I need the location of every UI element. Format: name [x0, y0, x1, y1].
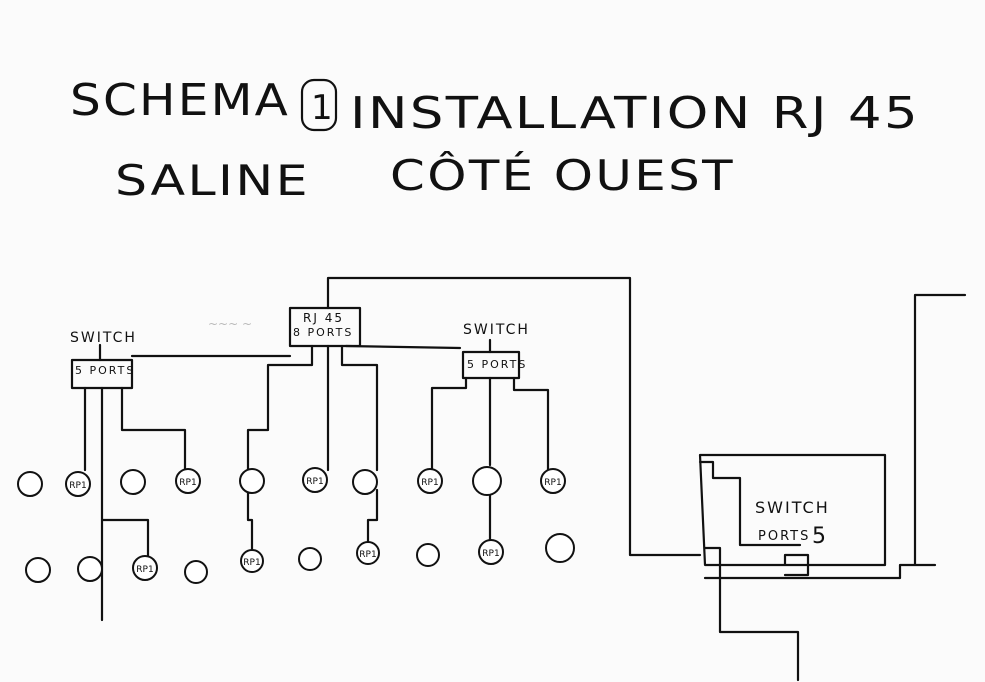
node-label: RP1 — [306, 477, 323, 487]
far-switch-ports: PORTS — [758, 529, 810, 544]
node-empty — [416, 543, 440, 567]
rj45-panel-ports: 8 PORTS — [293, 326, 353, 339]
right-switch-label: SWITCH — [463, 322, 530, 338]
far-switch-enclosure — [698, 293, 967, 682]
erased-mark: ~~~ ~ — [208, 317, 252, 331]
title-saline: SALINE — [115, 156, 310, 205]
left-switch-ports: 5 PORTS — [75, 364, 135, 377]
node-scribbled — [352, 469, 378, 495]
node-rp1 — [175, 468, 201, 494]
node-label: RP1 — [243, 558, 260, 568]
node-rp1 — [132, 555, 158, 581]
node-rp1 — [356, 541, 380, 565]
title-cote-ouest: CÔTÉ OUEST — [390, 150, 735, 200]
rj45-panel-cables — [246, 276, 702, 557]
node-scribbled — [239, 468, 265, 494]
node-row-2: RP1 RP1 RP1 RP1 — [25, 533, 575, 584]
node-rp1 — [240, 549, 264, 573]
left-switch-cables — [83, 343, 292, 622]
node-empty — [120, 469, 146, 495]
node-rp1 — [417, 468, 443, 494]
right-switch-cables — [430, 338, 550, 552]
node-empty — [17, 471, 43, 497]
title-installation: INSTALLATION RJ 45 — [350, 88, 920, 139]
node-rp1 — [540, 468, 566, 494]
node-label: RP1 — [544, 478, 561, 488]
node-empty — [77, 556, 103, 582]
node-empty — [472, 466, 502, 496]
node-row-1: RP1 RP1 RP1 RP1 RP1 — [17, 466, 566, 497]
circled-number-frame — [300, 78, 338, 132]
node-scribbled — [298, 547, 322, 571]
node-label: RP1 — [482, 549, 499, 559]
node-label: RP1 — [136, 565, 153, 575]
node-rp1 — [302, 467, 328, 493]
node-label: RP1 — [179, 478, 196, 488]
title-number: 1 — [311, 88, 335, 128]
node-empty — [545, 533, 575, 563]
node-empty — [184, 560, 208, 584]
node-label: RP1 — [69, 481, 86, 491]
title-schema: SCHEMA — [70, 75, 290, 126]
node-label: RP1 — [359, 550, 376, 560]
right-switch-ports: 5 PORTS — [467, 358, 527, 371]
far-switch-label: SWITCH — [755, 498, 830, 517]
rj45-panel-box — [288, 306, 362, 348]
far-switch-count: 5 — [812, 524, 828, 549]
rj45-panel-label: RJ 45 — [303, 311, 344, 325]
left-switch-label: SWITCH — [70, 330, 137, 346]
node-empty — [25, 557, 51, 583]
node-label: RP1 — [421, 478, 438, 488]
node-rp1 — [478, 539, 504, 565]
node-rp1 — [65, 471, 91, 497]
